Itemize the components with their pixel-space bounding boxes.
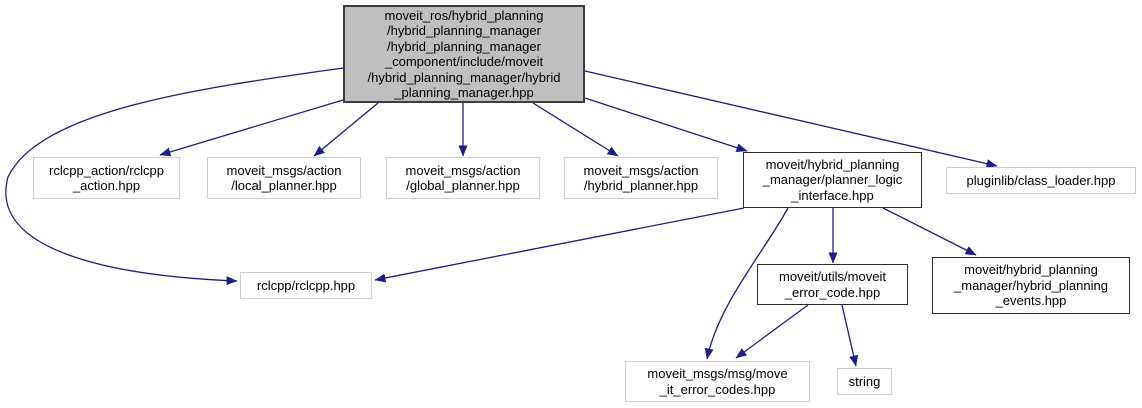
edge-root-class-loader <box>584 70 998 169</box>
node-rclcpp-hpp: rclcpp/rclcpp.hpp <box>240 272 372 299</box>
node-local-planner-hpp: moveit_msgs/action /local_planner.hpp <box>207 157 361 199</box>
node-move-it-error-codes-hpp: moveit_msgs/msg/move _it_error_codes.hpp <box>625 361 810 402</box>
edge-moveit-error-code-string <box>841 304 859 367</box>
node-hybrid-planner-hpp: moveit_msgs/action /hybrid_planner.hpp <box>564 157 718 199</box>
edge-root-planner-logic-interface <box>584 97 748 153</box>
node-class-loader-hpp: pluginlib/class_loader.hpp <box>946 167 1136 194</box>
edge-root-rclcpp-action <box>159 99 344 157</box>
edge-root-hybrid-planner <box>532 102 619 157</box>
node-global-planner-hpp: moveit_msgs/action /global_planner.hpp <box>386 157 540 199</box>
node-hybrid-planning-events-hpp[interactable]: moveit/hybrid_planning _manager/hybrid_p… <box>932 257 1130 314</box>
edge-root-local-planner <box>313 102 379 157</box>
node-string: string <box>837 368 892 395</box>
edge-moveit-error-code-move-it-error-codes <box>735 304 809 359</box>
edge-planner-logic-hybrid-planning-events <box>882 207 977 256</box>
edge-root-rclcpp <box>5 67 344 286</box>
node-root-hybrid-planning-manager-hpp: moveit_ros/hybrid_planning /hybrid_plann… <box>343 5 585 103</box>
node-planner-logic-interface-hpp[interactable]: moveit/hybrid_planning _manager/planner_… <box>743 152 922 208</box>
edge-planner-logic-rclcpp <box>374 207 745 283</box>
node-moveit-error-code-hpp[interactable]: moveit/utils/moveit _error_code.hpp <box>757 264 908 305</box>
node-rclcpp-action-hpp: rclcpp_action/rclcpp _action.hpp <box>33 157 180 199</box>
edge-planner-logic-move-it-error-codes <box>704 207 789 360</box>
